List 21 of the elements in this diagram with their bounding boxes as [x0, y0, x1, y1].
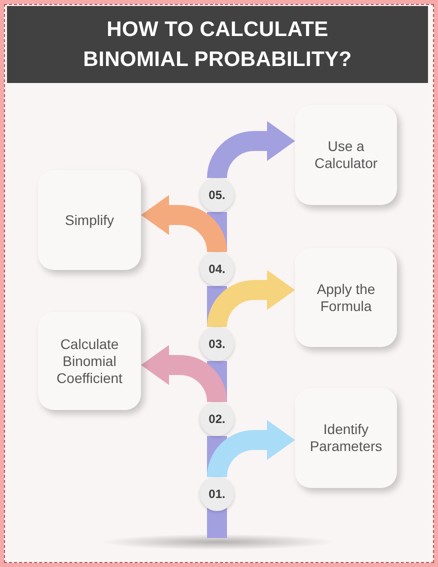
step-card: [295, 388, 397, 488]
step-card: [38, 170, 141, 270]
step-card: [38, 312, 141, 410]
curved-arrow: [141, 345, 227, 403]
step-card: [295, 105, 397, 205]
step-number: 01.: [208, 488, 226, 500]
step-label: Apply the Formula: [316, 280, 376, 314]
curved-arrow: [207, 420, 295, 478]
curved-arrow: [207, 270, 295, 328]
curved-arrow: [207, 121, 295, 179]
step-card: [295, 248, 397, 347]
step-label: Use a Calculator: [313, 138, 379, 172]
step-number: 03.: [208, 338, 226, 350]
step-number: 05.: [208, 189, 226, 201]
step-number: 04.: [208, 263, 226, 275]
step-label: Identify Parameters: [308, 421, 384, 455]
step-label: Simplify: [64, 212, 114, 228]
step-number: 02.: [208, 413, 226, 425]
curved-arrow: [141, 195, 227, 253]
title: HOW TO CALCULATE BINOMIAL PROBABILITY?: [82, 16, 353, 72]
step-label: Calculate Binomial Coefficient: [56, 336, 124, 386]
